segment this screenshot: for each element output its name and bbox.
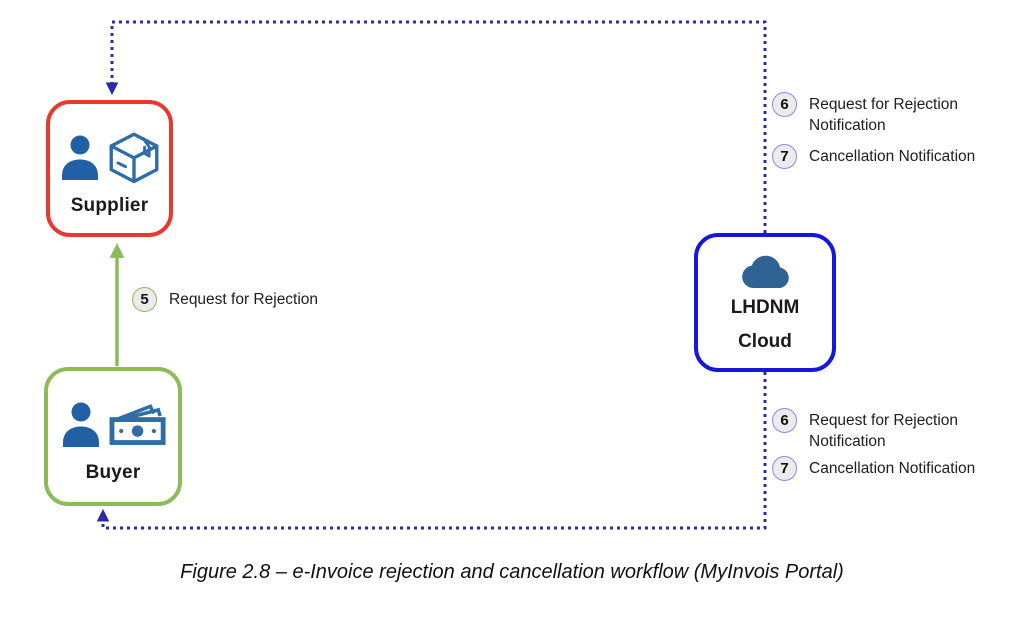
buyer-node: Buyer	[44, 367, 182, 506]
figure-caption: Figure 2.8 – e-Invoice rejection and can…	[180, 561, 844, 583]
bottom-annotations: 6 Request for Rejection Notification 7 C…	[772, 408, 994, 481]
step-6-badge: 6	[772, 92, 797, 117]
step-7-badge: 7	[772, 144, 797, 169]
cloud-icon	[742, 255, 789, 289]
step-7-label: Cancellation Notification	[809, 148, 976, 165]
package-icon	[109, 132, 159, 184]
step-7-badge: 7	[772, 456, 797, 481]
step-5-badge: 5	[132, 287, 157, 312]
step-7-label: Cancellation Notification	[809, 460, 976, 477]
step-6-annotation-bottom: 6 Request for Rejection Notification	[772, 408, 994, 452]
supplier-label: Supplier	[70, 195, 149, 216]
lhdnm-label-line1: LHDNM	[730, 297, 800, 318]
step-6-label: Request for Rejection Notification	[809, 412, 959, 450]
cloud-to-buyer-dotted-arrow	[96, 372, 767, 530]
person-icon	[62, 135, 98, 180]
step-6-annotation-top: 6 Request for Rejection Notification	[772, 92, 994, 136]
cloud-to-supplier-dotted-arrow	[105, 20, 767, 233]
step-6-badge: 6	[772, 408, 797, 433]
step-5-label: Request for Rejection	[169, 291, 319, 308]
step-7-annotation-top: 7 Cancellation Notification	[772, 144, 994, 169]
step-7-annotation-bottom: 7 Cancellation Notification	[772, 456, 994, 481]
person-icon	[62, 402, 99, 447]
supplier-icons	[58, 128, 161, 186]
lhdnm-label-line2: Cloud	[738, 331, 792, 352]
top-annotations: 6 Request for Rejection Notification 7 C…	[772, 92, 994, 169]
step-5-annotation: 5 Request for Rejection	[132, 287, 318, 312]
lhdnm-cloud-node: LHDNM Cloud	[694, 233, 836, 372]
buyer-icons	[59, 395, 168, 453]
buyer-label: Buyer	[85, 462, 141, 483]
supplier-node: Supplier	[46, 100, 173, 237]
money-icon	[109, 404, 166, 445]
step-6-label: Request for Rejection Notification	[809, 96, 959, 134]
